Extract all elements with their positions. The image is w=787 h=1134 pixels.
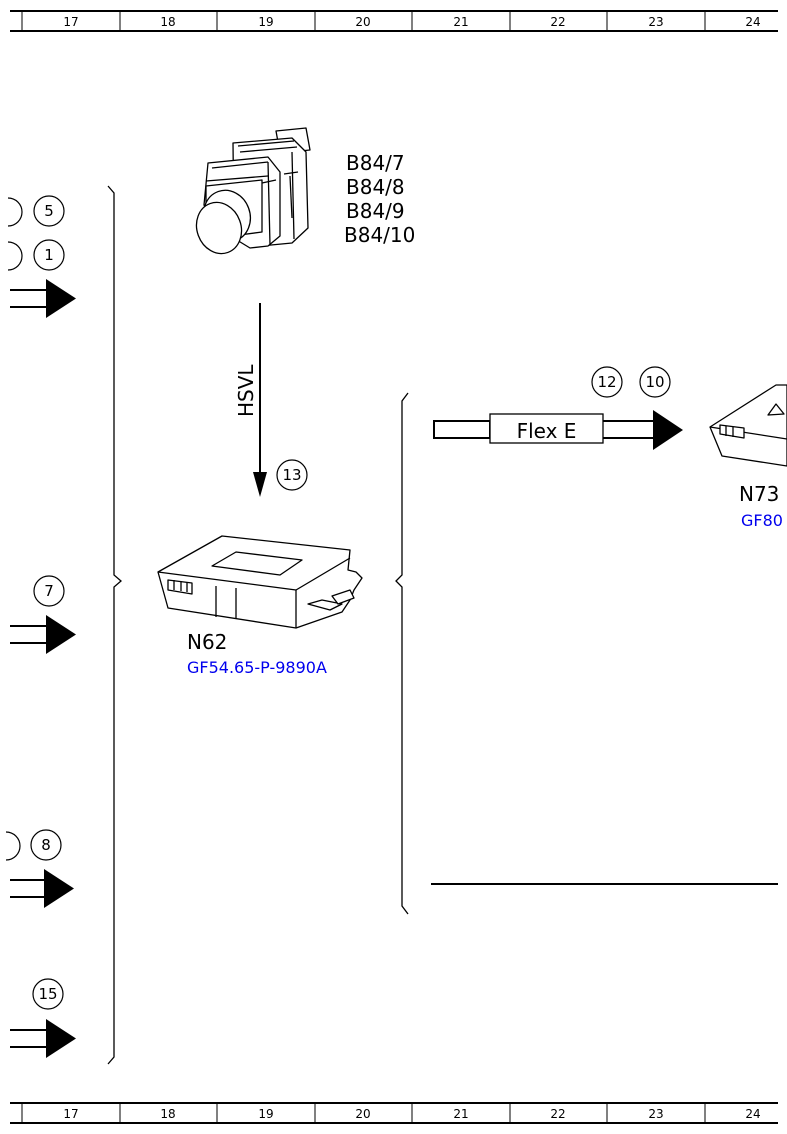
ref-circle-7: 7 bbox=[33, 575, 65, 607]
ref-circle-13: 13 bbox=[276, 459, 308, 491]
top-ruler: 17 18 19 20 21 22 23 24 bbox=[10, 10, 778, 32]
bottom-ruler: 17 18 19 20 21 22 23 24 bbox=[10, 1102, 778, 1124]
ruler-col-24: 24 bbox=[745, 1107, 760, 1121]
left-brace bbox=[107, 185, 122, 1065]
camera-label: B84/7 bbox=[346, 151, 405, 175]
ruler-col-19: 19 bbox=[258, 15, 273, 29]
ref-circle-10: 10 bbox=[639, 366, 671, 398]
ruler-col-21: 21 bbox=[453, 1107, 468, 1121]
ref-circle-15: 15 bbox=[32, 978, 64, 1010]
ruler-col-20: 20 bbox=[355, 15, 370, 29]
camera-label: B84/10 bbox=[344, 223, 415, 247]
ref-circle-12: 12 bbox=[591, 366, 623, 398]
svg-text:15: 15 bbox=[38, 985, 57, 1003]
module-n73-link[interactable]: GF80 bbox=[741, 511, 783, 530]
double-arrow bbox=[10, 615, 76, 654]
ruler-col-22: 22 bbox=[550, 15, 565, 29]
svg-text:10: 10 bbox=[645, 373, 664, 391]
control-module-icon bbox=[157, 535, 363, 629]
flex-e-arrow bbox=[433, 410, 683, 450]
ruler-col-23: 23 bbox=[648, 1107, 663, 1121]
double-arrow bbox=[10, 1019, 76, 1058]
module-n62-link[interactable]: GF54.65-P-9890A bbox=[187, 658, 327, 677]
svg-text:5: 5 bbox=[44, 202, 54, 220]
left-refs bbox=[5, 197, 23, 861]
camera-label: B84/8 bbox=[346, 175, 405, 199]
middle-brace bbox=[395, 392, 409, 915]
svg-text:8: 8 bbox=[41, 836, 51, 854]
ref-circle-1: 1 bbox=[33, 239, 65, 271]
svg-text:13: 13 bbox=[282, 466, 301, 484]
hsvl-label: HSVL bbox=[234, 364, 258, 417]
module-n62-label: N62 bbox=[187, 630, 227, 654]
ref-circle-5: 5 bbox=[33, 195, 65, 227]
ruler-col-18: 18 bbox=[160, 15, 175, 29]
camera-label: B84/9 bbox=[346, 199, 405, 223]
flex-e-label: Flex E bbox=[517, 419, 577, 443]
module-n73-label: N73 bbox=[739, 482, 779, 506]
camera-icon bbox=[195, 127, 311, 255]
double-arrow bbox=[10, 279, 76, 318]
ruler-col-21: 21 bbox=[453, 15, 468, 29]
ruler-col-23: 23 bbox=[648, 15, 663, 29]
hsvl-bus-arrow bbox=[253, 303, 267, 497]
ruler-col-22: 22 bbox=[550, 1107, 565, 1121]
svg-text:7: 7 bbox=[44, 582, 54, 600]
double-arrow bbox=[10, 869, 74, 908]
svg-text:12: 12 bbox=[597, 373, 616, 391]
ruler-col-19: 19 bbox=[258, 1107, 273, 1121]
ruler-col-17: 17 bbox=[63, 1107, 78, 1121]
ruler-col-24: 24 bbox=[745, 15, 760, 29]
ref-circle-8: 8 bbox=[30, 829, 62, 861]
control-module-icon bbox=[709, 384, 787, 467]
ruler-col-17: 17 bbox=[63, 15, 78, 29]
svg-text:1: 1 bbox=[44, 246, 54, 264]
ruler-col-18: 18 bbox=[160, 1107, 175, 1121]
flex-e-box: Flex E bbox=[489, 413, 604, 444]
ruler-col-20: 20 bbox=[355, 1107, 370, 1121]
